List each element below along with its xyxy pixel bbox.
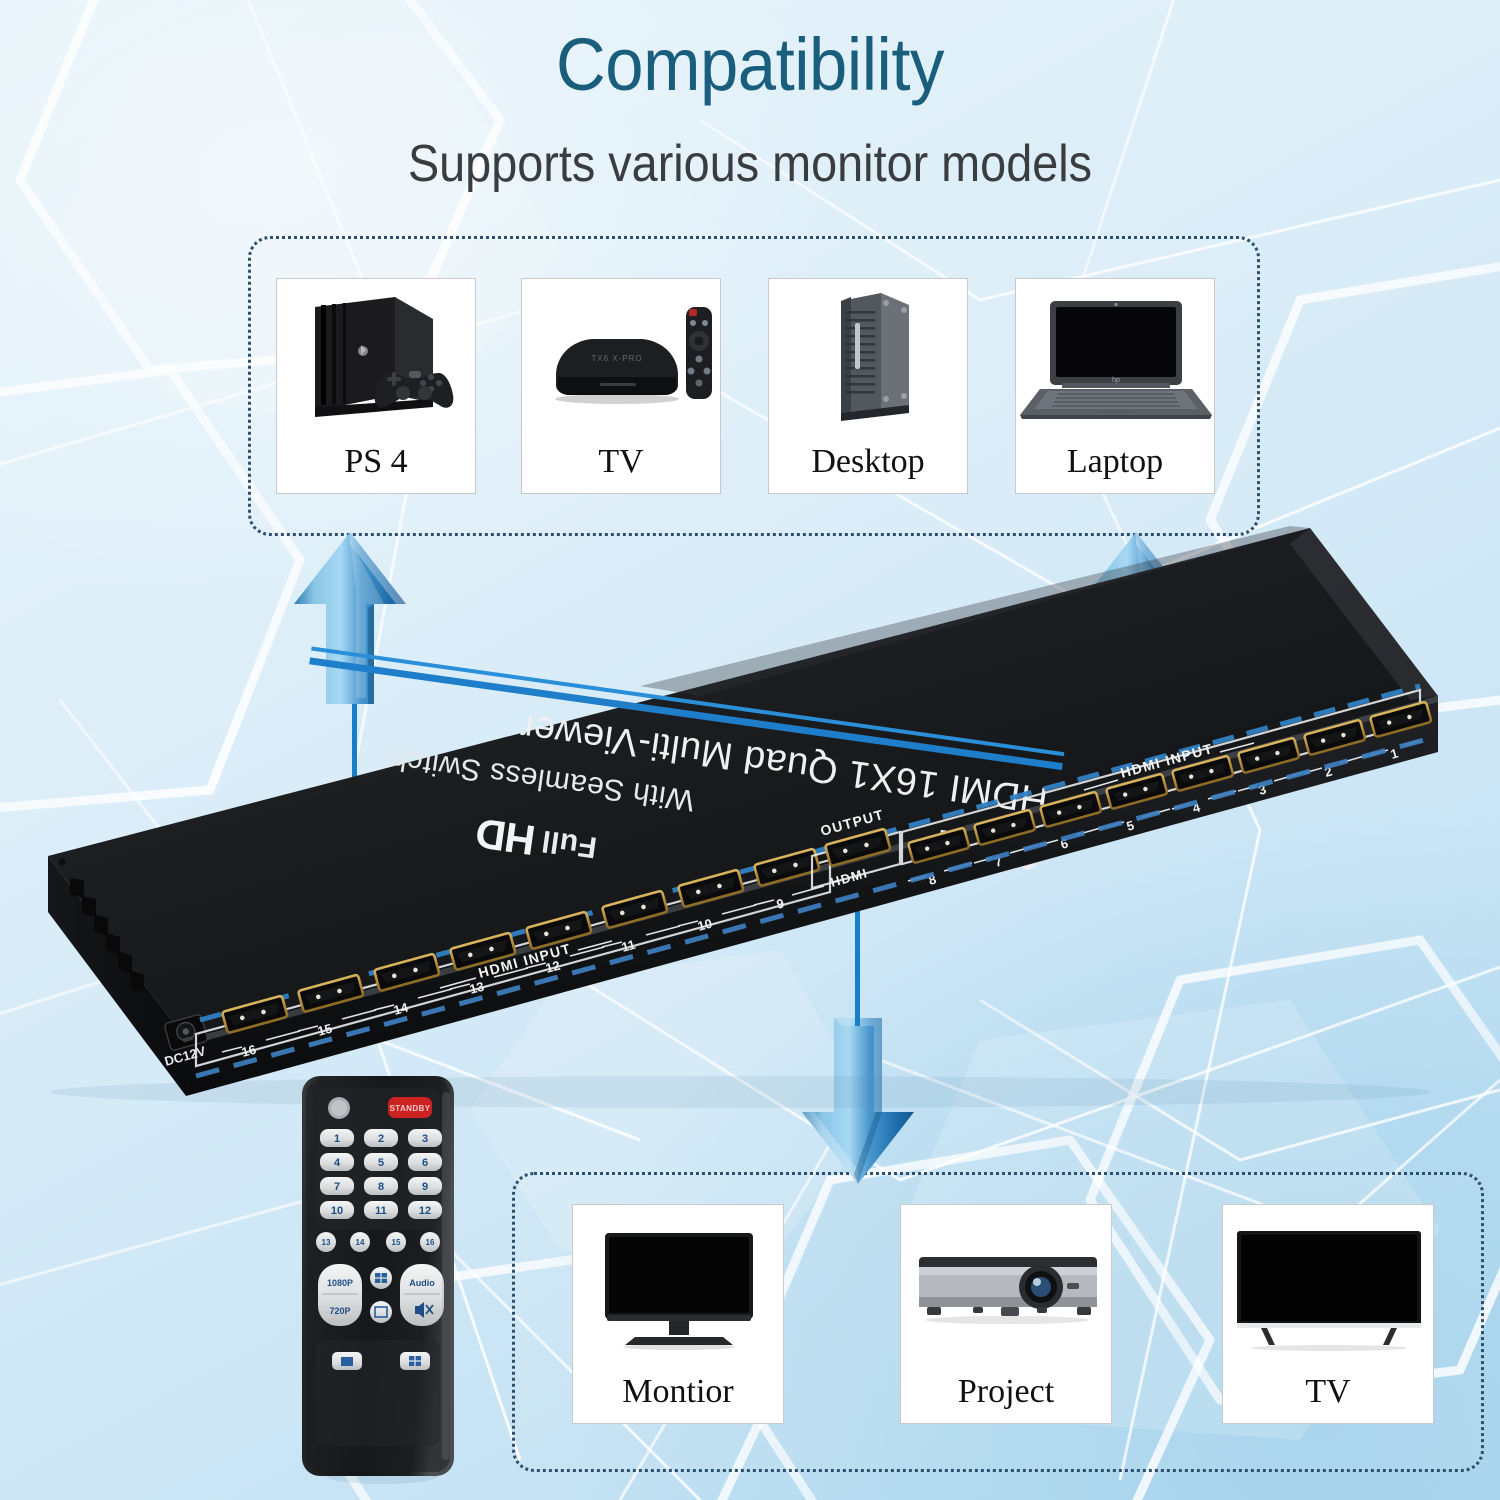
svg-text:1: 1 bbox=[1389, 746, 1400, 762]
svg-text:3: 3 bbox=[1257, 782, 1268, 798]
source-card-ps4[interactable]: PS 4 bbox=[276, 278, 476, 494]
hdmi-output-port: OUTPUT HDMI bbox=[810, 806, 902, 890]
svg-text:13: 13 bbox=[322, 1238, 331, 1247]
svg-text:8: 8 bbox=[378, 1181, 384, 1193]
monitor-icon bbox=[573, 1205, 783, 1375]
svg-text:2: 2 bbox=[378, 1133, 384, 1145]
svg-text:7: 7 bbox=[993, 854, 1004, 870]
svg-text:Full: Full bbox=[539, 824, 598, 864]
output-card-projector[interactable]: Project bbox=[900, 1204, 1112, 1424]
arrow-down-output bbox=[802, 1018, 914, 1184]
hdmi-switch-device: Full HD 1080P With Seamless Switch HDMI … bbox=[48, 526, 1438, 1108]
svg-text:1: 1 bbox=[334, 1133, 340, 1145]
svg-text:15: 15 bbox=[316, 1021, 334, 1039]
single-view-icon bbox=[370, 1301, 392, 1323]
page-title: Compatibility bbox=[556, 23, 944, 106]
ir-remote-control[interactable]: STANDBY 1 2 3 4 5 6 7 8 9 10 11 12 13 14… bbox=[296, 1072, 466, 1484]
source-card-laptop[interactable]: hp Laptop bbox=[1015, 278, 1215, 494]
svg-text:9: 9 bbox=[422, 1181, 428, 1193]
svg-text:11: 11 bbox=[620, 937, 637, 955]
remote-extra-keys: 13 14 15 16 bbox=[316, 1232, 440, 1252]
output-card-monitor[interactable]: Montior bbox=[572, 1204, 784, 1424]
flat-tv-icon bbox=[1223, 1205, 1433, 1375]
svg-text:14: 14 bbox=[356, 1238, 365, 1247]
desktop-tower-icon bbox=[769, 279, 967, 445]
standby-button bbox=[388, 1097, 432, 1118]
arrow-up-left bbox=[294, 532, 406, 704]
svg-text:STANDBY: STANDBY bbox=[390, 1104, 431, 1113]
svg-text:16: 16 bbox=[240, 1042, 258, 1060]
output-card-label: Project bbox=[957, 1373, 1055, 1410]
source-card-desktop[interactable]: Desktop bbox=[768, 278, 968, 494]
page-subtitle: Supports various monitor models bbox=[407, 135, 1093, 193]
svg-text:7: 7 bbox=[334, 1181, 340, 1193]
svg-text:HD: HD bbox=[473, 809, 538, 864]
svg-text:Audio: Audio bbox=[409, 1278, 435, 1288]
svg-text:15: 15 bbox=[392, 1238, 401, 1247]
source-card-label: Desktop bbox=[811, 443, 925, 480]
laptop-icon: hp bbox=[1016, 279, 1214, 445]
hdmi-input-ports-right: 8 7 6 bbox=[900, 688, 1433, 888]
mute-icon bbox=[415, 1302, 434, 1318]
game-console-icon bbox=[277, 279, 475, 445]
svg-text:5: 5 bbox=[1125, 818, 1136, 834]
output-card-label: TV bbox=[1305, 1373, 1351, 1410]
svg-text:6: 6 bbox=[1059, 836, 1070, 852]
svg-text:12: 12 bbox=[544, 958, 562, 976]
output-card-tv[interactable]: TV bbox=[1222, 1204, 1434, 1424]
svg-text:13: 13 bbox=[468, 979, 486, 997]
svg-text:11: 11 bbox=[375, 1205, 387, 1217]
svg-text:10: 10 bbox=[331, 1205, 343, 1217]
svg-text:720P: 720P bbox=[329, 1306, 350, 1316]
svg-text:16: 16 bbox=[426, 1238, 435, 1247]
svg-text:2: 2 bbox=[1323, 764, 1334, 780]
source-card-label: Laptop bbox=[1066, 443, 1164, 480]
source-card-tv-box[interactable]: TX6 X-PRO TV bbox=[521, 278, 721, 494]
tv-box-icon: TX6 X-PRO bbox=[522, 279, 720, 445]
remote-function-keys: 1080P 720P Audio bbox=[318, 1264, 444, 1326]
svg-text:4: 4 bbox=[334, 1157, 341, 1169]
output-card-label: Montior bbox=[622, 1373, 734, 1410]
svg-text:14: 14 bbox=[392, 999, 411, 1018]
connector-line-output bbox=[855, 898, 860, 1026]
projector-icon bbox=[901, 1205, 1111, 1375]
svg-text:9: 9 bbox=[775, 896, 786, 912]
svg-text:10: 10 bbox=[696, 916, 714, 934]
svg-text:hp: hp bbox=[1112, 377, 1120, 384]
remote-bottom-keys bbox=[332, 1352, 430, 1370]
source-card-label: PS 4 bbox=[344, 443, 408, 480]
svg-text:1080P: 1080P bbox=[327, 1278, 353, 1288]
hdmi-input-ports-left: 16 15 14 bbox=[194, 847, 832, 1068]
source-card-label: TV bbox=[598, 443, 644, 480]
svg-text:5: 5 bbox=[378, 1157, 384, 1169]
svg-text:3: 3 bbox=[422, 1133, 428, 1145]
svg-text:12: 12 bbox=[419, 1205, 431, 1217]
svg-text:6: 6 bbox=[422, 1157, 428, 1169]
svg-text:8: 8 bbox=[927, 872, 938, 888]
remote-numeric-keypad: 1 2 3 4 5 6 7 8 9 10 11 12 bbox=[320, 1129, 442, 1219]
svg-text:4: 4 bbox=[1191, 799, 1203, 816]
svg-text:TX6 X-PRO: TX6 X-PRO bbox=[591, 354, 642, 363]
